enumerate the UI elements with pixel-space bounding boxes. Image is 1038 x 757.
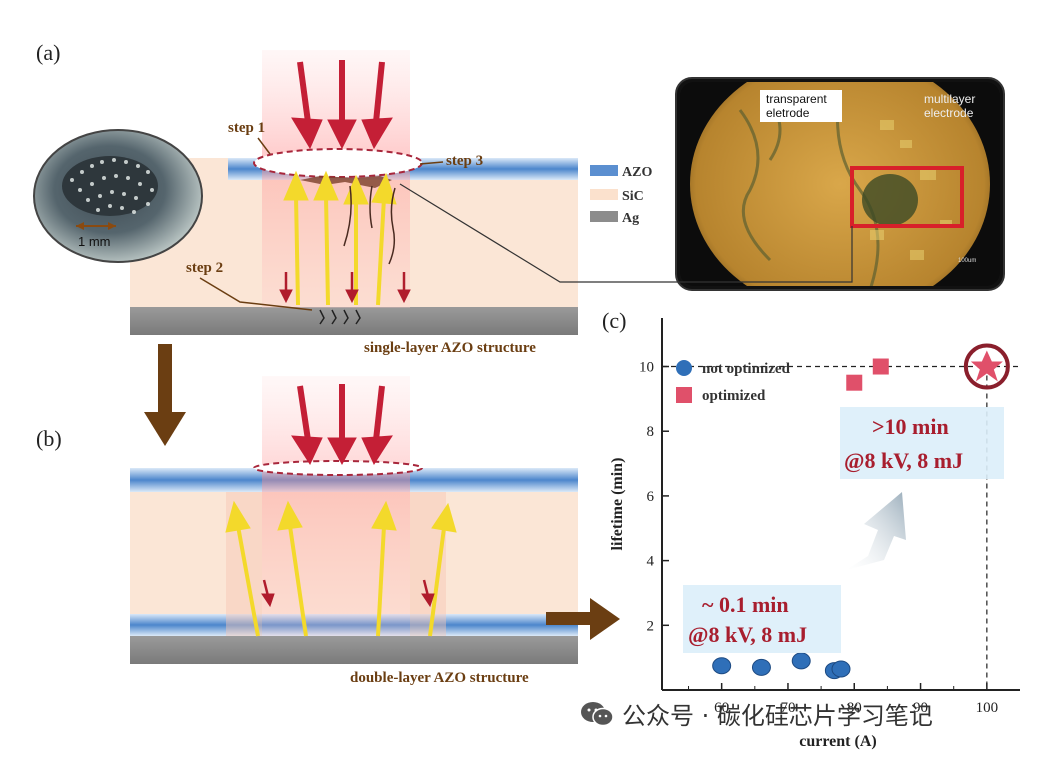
annotation-low-box <box>683 585 841 653</box>
laser-arrows-b <box>291 384 393 466</box>
legend-swatch-azo <box>590 165 618 176</box>
data-point-not-optimized <box>712 657 732 675</box>
photo-label-box <box>760 90 842 122</box>
legend-marker-square <box>676 387 692 403</box>
ablation-region <box>253 148 423 178</box>
x-axis-label: current (A) <box>799 733 876 750</box>
photo-label-left-2: eletrode <box>766 106 810 120</box>
x-tick-label: 90 <box>913 700 928 716</box>
transition-arrow-down <box>144 344 186 446</box>
y-tick-label: 4 <box>647 554 655 570</box>
trend-arrow <box>846 492 906 570</box>
ablation-region-b <box>253 460 423 476</box>
laser-arrows <box>291 60 393 150</box>
ag-cracks <box>319 309 361 325</box>
step1-label: step 1 <box>228 120 265 136</box>
double-layer-structure <box>130 376 578 664</box>
transmitted-arrows <box>279 272 411 304</box>
x-tick-label: 60 <box>714 700 729 716</box>
data-point-not-optimized <box>791 652 811 670</box>
legend-label: not optimized <box>702 361 791 377</box>
panel-label-b: (b) <box>36 426 62 451</box>
photo-label-left-1: transparent <box>766 92 827 106</box>
annotation-low: ~ 0.1 min @8 kV, 8 mJ <box>683 585 841 653</box>
legend-swatch-sic <box>590 189 618 200</box>
reflected-arrows <box>283 170 397 306</box>
photo-scale-label: 100um <box>958 258 976 264</box>
highlight-ring <box>963 343 1010 390</box>
highlight-box <box>850 166 964 228</box>
y-tick-label: 10 <box>639 360 654 376</box>
watermark-text: 公众号 · 碳化硅芯片学习笔记 <box>622 702 933 730</box>
inset-micrograph: 1 mm <box>33 129 203 263</box>
data-point-optimized <box>846 374 863 391</box>
annotation-high-box <box>840 407 1004 479</box>
sic-cracks <box>343 185 396 265</box>
legend-swatch-ag <box>590 211 618 222</box>
step2-label: step 2 <box>186 260 223 276</box>
step3-leader <box>419 161 444 165</box>
y-tick-label: 6 <box>647 489 655 505</box>
annotation-high-line1: >10 min <box>872 414 949 439</box>
x-tick-label: 100 <box>976 700 999 716</box>
x-tick-label: 80 <box>847 700 862 716</box>
data-point-star <box>970 350 1003 382</box>
legend-ag: Ag <box>622 211 639 226</box>
legend-azo: AZO <box>622 165 652 180</box>
photo-label-right-2: electrode <box>924 106 974 120</box>
transition-arrow-right <box>546 598 620 640</box>
annotation-high: >10 min @8 kV, 8 mJ <box>840 407 1004 479</box>
y-tick-label: 8 <box>647 424 655 440</box>
data-point-not-optimized <box>831 660 851 678</box>
legend-marker-circle <box>676 360 692 376</box>
photo-label-right-1: multilayer <box>924 92 975 106</box>
panel-label-a: (a) <box>36 40 60 65</box>
step2-leader <box>199 277 313 311</box>
transmitted-arrows-b <box>261 579 435 608</box>
step1-leader <box>257 137 271 155</box>
annotation-high-line2: @8 kV, 8 mJ <box>844 448 963 473</box>
caption-single-layer: single-layer AZO structure <box>364 340 536 356</box>
inset-dots <box>62 156 158 216</box>
wechat-icon <box>580 701 614 727</box>
annotation-low-line2: @8 kV, 8 mJ <box>688 622 807 647</box>
electrode-photo: transparent eletrode multilayer electrod… <box>675 77 1005 291</box>
legend-label: optimized <box>702 388 766 404</box>
lifetime-chart: 2 4 6 8 10 60 70 80 90 100 current (A) lifetime (mi… <box>609 318 1020 750</box>
inset-scale-label: 1 mm <box>78 234 111 249</box>
data-point-optimized <box>872 358 889 375</box>
panel-label-c: (c) <box>602 308 626 333</box>
reflected-arrows-b <box>225 500 457 637</box>
caption-double-layer: double-layer AZO structure <box>350 670 529 686</box>
annotation-low-line1: ~ 0.1 min <box>702 592 789 617</box>
watermark: 公众号 · 碳化硅芯片学习笔记 <box>580 696 933 731</box>
x-tick-label: 70 <box>780 700 795 716</box>
single-layer-structure <box>130 50 578 335</box>
legend-sic: SiC <box>622 189 644 204</box>
layer-legend: AZO SiC Ag <box>590 165 652 226</box>
data-point-not-optimized <box>751 658 771 676</box>
photo-leader <box>399 183 853 283</box>
step3-label: step 3 <box>446 153 483 169</box>
ag-layer-b <box>130 636 578 664</box>
ag-layer <box>130 307 578 335</box>
y-tick-label: 2 <box>647 618 655 634</box>
y-axis-label: lifetime (min) <box>609 458 626 551</box>
